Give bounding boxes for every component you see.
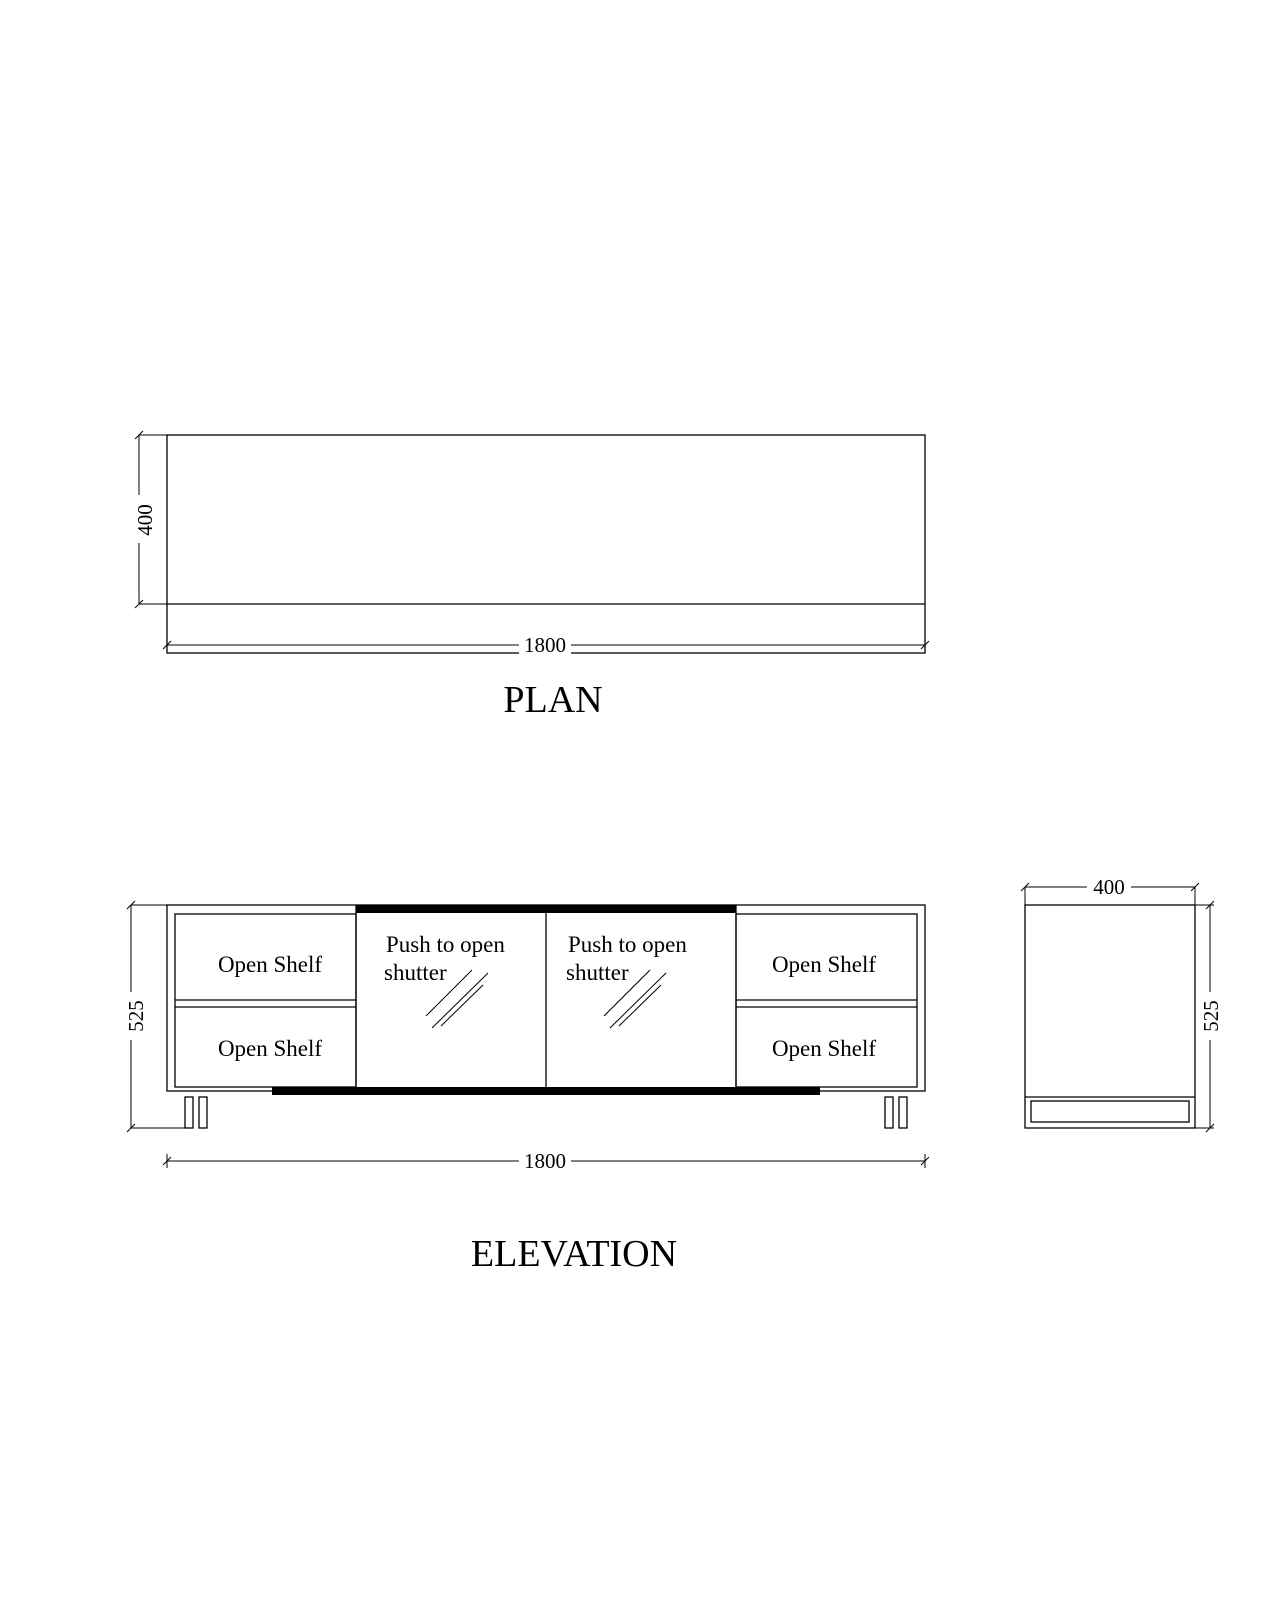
elevation-bottom-band	[272, 1087, 820, 1095]
elevation-view: Open Shelf Open Shelf Open Shelf Open Sh…	[122, 900, 930, 1275]
shutter-right-label-line1: Push to open	[568, 932, 687, 957]
plan-depth-dimension: 400	[130, 430, 167, 609]
right-legs	[884, 1096, 908, 1129]
left-shelf-block	[174, 913, 357, 1088]
side-height-dimension: 525	[1195, 900, 1223, 1133]
shelf-label-bottom-right: Open Shelf	[772, 1036, 876, 1061]
elevation-width-dimension: 1800	[162, 1149, 930, 1173]
left-legs	[184, 1096, 208, 1129]
shelf-label-top-left: Open Shelf	[218, 952, 322, 977]
shutter-left-label-line1: Push to open	[386, 932, 505, 957]
plan-depth-label: 400	[133, 504, 157, 536]
plan-width-label: 1800	[524, 633, 566, 657]
shutter-right-label-line2: shutter	[566, 960, 629, 985]
shutter-right-glass-hatch	[603, 969, 667, 1029]
right-shelf-block	[735, 913, 918, 1088]
plan-title: PLAN	[503, 679, 602, 721]
side-depth-label: 400	[1093, 875, 1125, 899]
elevation-height-label: 525	[124, 1000, 148, 1032]
shutter-left-label-line2: shutter	[384, 960, 447, 985]
shelf-label-top-right: Open Shelf	[772, 952, 876, 977]
elevation-top-band	[356, 905, 736, 913]
side-view: 400 525	[1020, 875, 1223, 1133]
plan-width-dimension: 1800	[162, 633, 930, 657]
elevation-height-dimension: 525	[122, 900, 185, 1133]
elevation-title: ELEVATION	[471, 1233, 677, 1275]
plan-view: 1800 400 PLAN	[130, 430, 930, 721]
side-view-outline	[1024, 904, 1196, 1129]
elevation-width-label: 1800	[524, 1149, 566, 1173]
side-view-plinth-panel	[1030, 1100, 1190, 1123]
side-depth-dimension: 400	[1020, 875, 1200, 905]
shutter-left-glass-hatch	[425, 969, 489, 1029]
shelf-label-bottom-left: Open Shelf	[218, 1036, 322, 1061]
side-height-label: 525	[1199, 1000, 1223, 1032]
plan-outline	[166, 434, 926, 654]
